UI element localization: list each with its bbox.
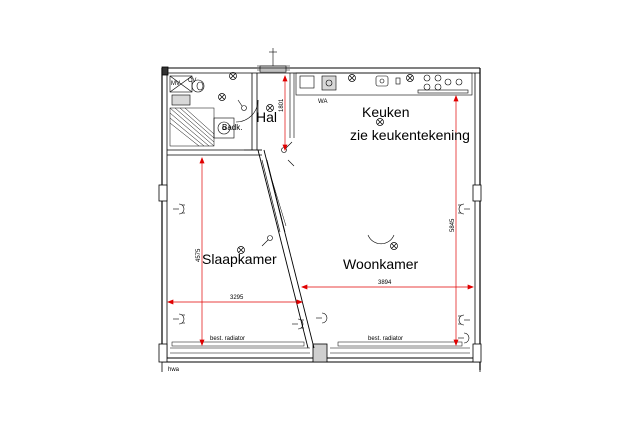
switch-badk: [237, 99, 247, 111]
dim-hal-depth: 1801: [279, 98, 285, 112]
room-label-woonkamer: Woonkamer: [343, 256, 419, 272]
wall-sockets: [173, 99, 470, 344]
switch-slaapkamer: [261, 235, 273, 247]
room-label-slaapkamer: Slaapkamer: [202, 251, 277, 267]
socket-woonkamer-center: [316, 312, 328, 324]
switch-hal: [281, 141, 293, 153]
light-point-bath-2: [218, 93, 226, 101]
doors: [235, 99, 395, 245]
light-point-bath: [229, 72, 237, 80]
label-wa: WA: [318, 99, 327, 105]
socket-right-upper: [458, 203, 470, 215]
kitchen-counter: [295, 72, 473, 96]
bathroom-fixtures: [169, 75, 235, 139]
dim-slaapkamer-width: 3295: [230, 295, 244, 301]
light-points: [218, 72, 414, 254]
label-hwa: hwa: [168, 367, 180, 373]
socket-left-upper: [173, 203, 185, 215]
socket-right-radiator: [458, 332, 470, 344]
label-radiator-left: best. radiator: [210, 336, 245, 342]
radiators: [171, 341, 463, 347]
dim-woonkamer-depth: 5845: [450, 218, 456, 232]
outer-walls: [161, 67, 481, 372]
socket-right-lower: [458, 314, 470, 326]
label-radiator-right: best. radiator: [368, 336, 403, 342]
socket-center-bottom: [292, 318, 304, 330]
entrance-marker: [257, 48, 290, 73]
light-point-keuken-counter: [348, 74, 356, 82]
label-cv: CV: [188, 78, 196, 84]
socket-left-lower: [173, 313, 185, 325]
dimension-lines: [167, 75, 474, 346]
room-label-keuken: Keuken: [362, 104, 409, 120]
light-point-hal: [266, 104, 274, 112]
dim-woonkamer-width: 3894: [378, 280, 392, 286]
shower: [169, 107, 215, 147]
light-point-slaapkamer: [237, 246, 245, 254]
interior-walls: [167, 73, 315, 349]
light-point-keuken: [376, 118, 384, 126]
dim-slaapkamer-depth: 4575: [196, 248, 202, 262]
room-label-badk: Badk.: [222, 123, 242, 132]
keuken-note: zie keukentekening: [350, 127, 470, 143]
light-point-keuken-counter-2: [406, 74, 414, 82]
wall-piers: [158, 66, 482, 363]
light-point-woonkamer: [390, 242, 398, 250]
label-mv: MV: [171, 81, 180, 87]
room-label-hal: Hal: [256, 109, 277, 125]
